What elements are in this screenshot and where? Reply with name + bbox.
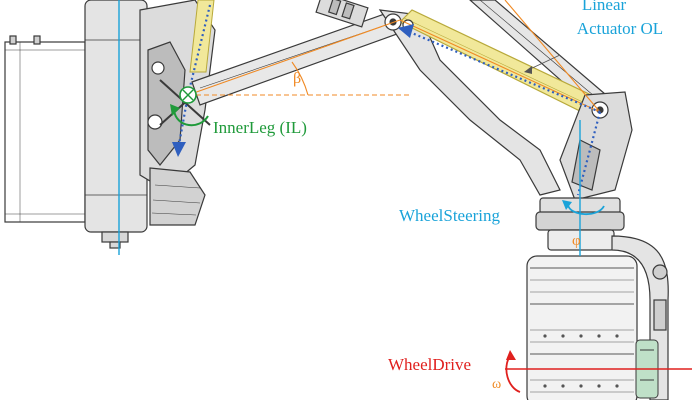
kinematic-chain-dotted: [176, 4, 602, 196]
wheel-body: [526, 255, 638, 405]
inner-leg-label: InnerLeg (IL): [213, 118, 307, 137]
wheel-bolt: [579, 334, 583, 338]
body-module: [4, 0, 216, 249]
body-cylinder: [84, 0, 148, 233]
wheel-bolt: [543, 334, 547, 338]
linear-actuator-label-line2: Actuator OL: [577, 19, 663, 38]
wheel-drive-label: WheelDrive: [388, 355, 471, 374]
dotted-arrowheads: [172, 24, 414, 157]
wheel-drive-axis: [505, 350, 692, 393]
wheel-steering-label: WheelSteering: [399, 206, 501, 225]
inner-leg-link: [191, 11, 410, 106]
wheel-bolt: [579, 384, 583, 388]
omega-label: ω: [492, 377, 501, 392]
body-side-box: [4, 41, 86, 223]
hip-actuator: [189, 0, 215, 73]
wheel-bolt: [597, 384, 601, 388]
wheel-tread-grid: [530, 267, 634, 393]
wheel-bolt: [561, 384, 565, 388]
wheel-bolt: [615, 334, 619, 338]
rotation-arrow-icon: [173, 109, 209, 126]
wheel-bolt: [597, 334, 601, 338]
steering-rotation: [562, 200, 605, 216]
drive-rotation-arrow-icon: [505, 355, 521, 393]
actuator-leader-line: [527, 54, 561, 71]
knee-joint: [559, 91, 633, 201]
wheel-bolt: [543, 384, 547, 388]
wheel-bolt: [615, 384, 619, 388]
steering-rotation-arrow-icon: [567, 204, 605, 216]
beta-angle-label: β: [293, 70, 301, 87]
hip-lower-housing: [149, 167, 206, 226]
linear-actuator-label-line1: Linear: [582, 0, 627, 14]
inner-leg-joint: [170, 86, 209, 126]
phi-angle-label: φ: [572, 233, 581, 249]
wheel-bolt: [561, 334, 565, 338]
beta-arc: [291, 61, 309, 96]
knee-upper-bracket: [315, 0, 561, 196]
angle-reference-lines: [187, 0, 601, 113]
